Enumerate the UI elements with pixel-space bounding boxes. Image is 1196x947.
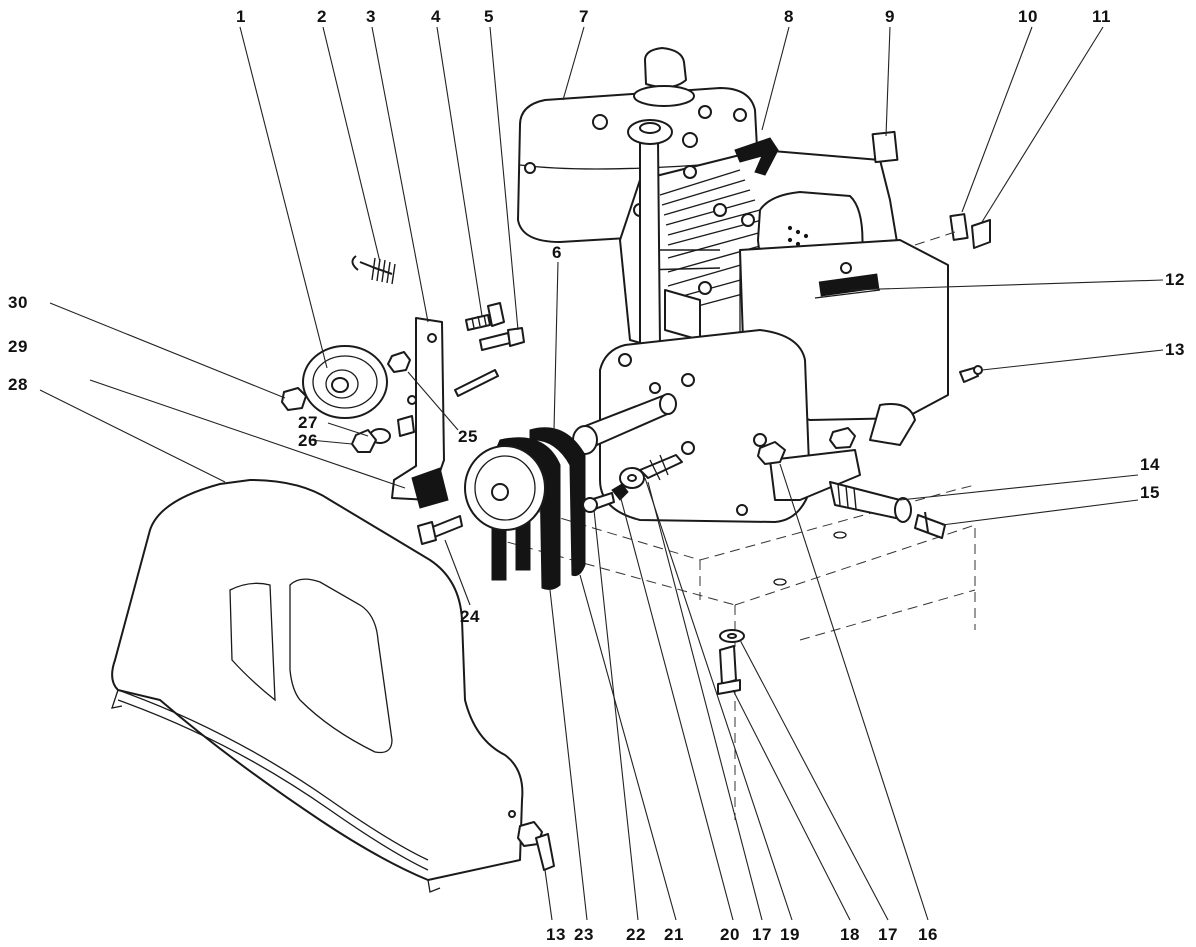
decal-9 [871,130,899,164]
callout-25: 25 [458,427,478,446]
idler-bracket-3 [391,317,445,501]
spark-plug-boot [734,137,779,176]
callout-19: 19 [780,925,800,944]
callout-14: 14 [1140,455,1160,474]
callout-16: 16 [918,925,938,944]
callout-8: 8 [784,7,794,26]
callout-17-left: 17 [752,925,772,944]
nut-16a [757,441,786,465]
belt-cover-28 [111,479,524,893]
callout-labels: 1 2 3 4 5 6 7 8 9 10 11 12 13 14 15 16 1… [8,7,1185,944]
callout-9: 9 [885,7,895,26]
leader-lines [39,26,1164,921]
callout-17-right: 17 [878,925,898,944]
fuel-cap [644,47,687,89]
callout-24: 24 [460,607,480,626]
nut-30 [281,387,307,411]
callout-23: 23 [574,925,594,944]
callout-2: 2 [317,7,327,26]
bolt-13-cover [517,821,555,871]
idler-assembly [281,255,525,545]
callout-22: 22 [626,925,646,944]
callout-27: 27 [298,413,318,432]
spacer-14 [829,481,906,521]
callout-3: 3 [366,7,376,26]
callout-12: 12 [1165,270,1185,289]
callout-4: 4 [431,7,441,26]
callout-10: 10 [1018,7,1038,26]
engine [517,47,949,523]
bolt-5 [479,332,511,351]
callout-6: 6 [552,243,562,262]
bolt-13-engine [959,365,983,383]
callout-13-bottom: 13 [546,925,566,944]
callout-5: 5 [484,7,494,26]
callout-11: 11 [1092,7,1111,26]
dipstick-tube [639,139,661,346]
callout-1: 1 [236,7,246,26]
decal-12 [818,273,880,297]
engine-base [769,449,861,501]
callout-21: 21 [664,925,684,944]
nut-25 [387,351,411,373]
decal-10 [949,213,969,241]
callout-13-right: 13 [1165,340,1185,359]
spring-coils [371,257,396,285]
decals [871,130,991,249]
callout-29: 29 [8,337,28,356]
lockwasher-19 [611,483,629,501]
callout-30: 30 [8,293,28,312]
callout-20: 20 [720,925,740,944]
bolt-18 [719,645,737,685]
drive-pulley-assembly [464,427,683,590]
bolt-15 [914,514,946,539]
belt-21 [529,427,586,576]
callout-18: 18 [840,925,860,944]
key-17 [639,454,683,479]
axle-assembly [717,427,946,695]
callout-28: 28 [8,375,28,394]
callout-15: 15 [1140,483,1160,502]
spring-2 [359,261,393,275]
callout-26: 26 [298,431,318,450]
nut-16b [829,427,856,449]
decal-11 [971,219,991,249]
callout-7: 7 [579,7,589,26]
